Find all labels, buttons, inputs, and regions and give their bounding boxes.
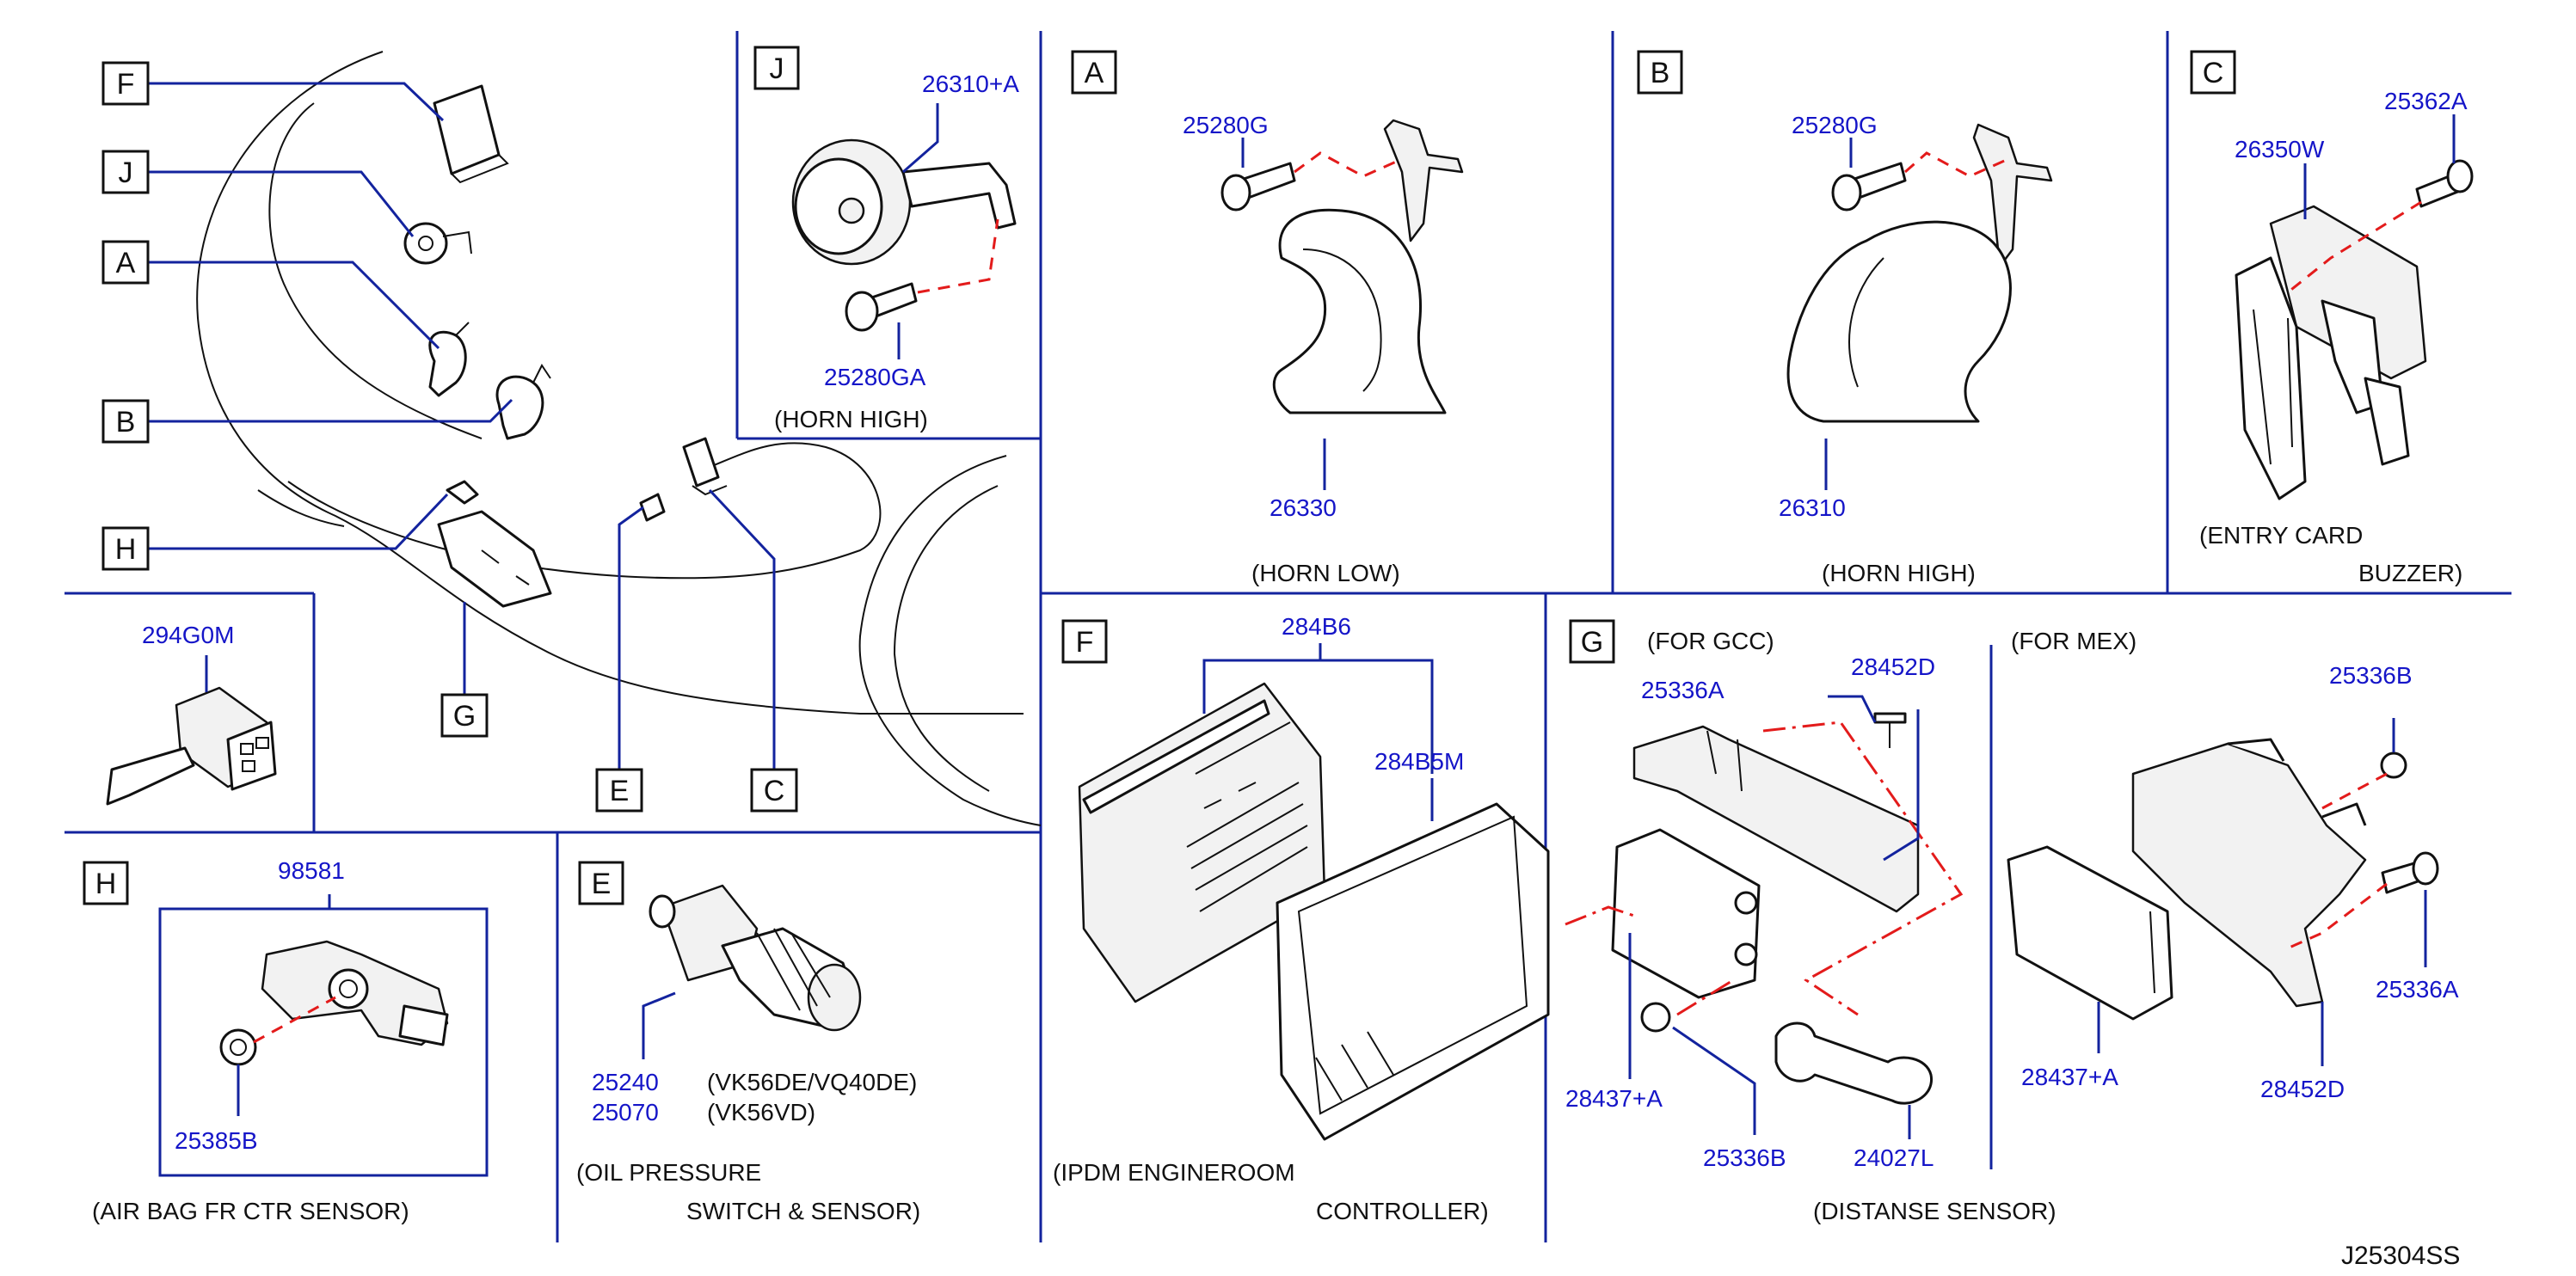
horn-high-j-icon (791, 138, 1017, 332)
panel-j-caption: (HORN HIGH) (774, 406, 928, 432)
panel-e-part-2: 25070 (592, 1099, 659, 1126)
entry-card-buzzer-icon (2235, 159, 2474, 500)
mex-part-3: 28437+A (2021, 1064, 2118, 1090)
panel-b: B 25280G 26310 (HORN HIGH) (1637, 50, 2053, 586)
gcc-part-3: 28437+A (1565, 1085, 1663, 1112)
panel-f-part-2: 284B5M (1374, 748, 1464, 775)
panel-b-part-2: 26310 (1779, 494, 1846, 521)
diagram-id: J25304SS (2341, 1242, 2460, 1270)
panel-c-letter: C (2203, 57, 2224, 89)
panel-b-letter: B (1651, 57, 1670, 89)
panel-j-letter: J (770, 52, 784, 85)
panel-g-gcc-label: (FOR GCC) (1647, 628, 1774, 654)
panel-j: J 26310+A 25280GA (HORN HIGH) (753, 46, 1019, 432)
overview-letter-f: F (117, 68, 135, 101)
panel-f-letter: F (1076, 626, 1094, 659)
overview-box-a (101, 240, 150, 285)
panel-e-variant-2: (VK56VD) (707, 1099, 815, 1126)
panel-b-caption: (HORN HIGH) (1822, 560, 1976, 586)
overview-letter-j: J (119, 156, 133, 189)
panel-a: A 25280G 26330 (HORN LOW) (1071, 50, 1464, 586)
panel-j-part-1: 26310+A (922, 71, 1019, 97)
overview-box-c (750, 768, 798, 813)
sensor-294-part: 294G0M (142, 622, 234, 648)
oil-pressure-switch-icon (649, 884, 862, 1032)
overview-box-h (101, 526, 150, 571)
panel-g: G (FOR GCC) (FOR MEX) 25336A 28452D 2843… (1565, 619, 2459, 1224)
overview-part-b-icon (495, 364, 551, 440)
panel-h-part-2: 25385B (175, 1127, 258, 1154)
panel-f-caption-2: CONTROLLER) (1316, 1198, 1489, 1224)
overview-panel: F J A B H G E C (101, 51, 1042, 826)
overview-letter-a: A (116, 247, 136, 279)
gcc-part-4: 25336B (1703, 1144, 1786, 1171)
panel-grid (65, 31, 2511, 1242)
panel-c-part-1: 26350W (2235, 136, 2325, 163)
air-bag-sensor-icon (219, 940, 449, 1066)
panel-a-caption: (HORN LOW) (1251, 560, 1400, 586)
gcc-part-2: 28452D (1851, 653, 1935, 680)
panel-e-caption-2: SWITCH & SENSOR) (686, 1198, 920, 1224)
panel-a-part-1: 25280G (1183, 112, 1269, 138)
panel-h-caption: (AIR BAG FR CTR SENSOR) (92, 1198, 409, 1224)
gcc-part-1: 25336A (1641, 677, 1725, 703)
overview-part-j-icon (403, 222, 472, 265)
panel-j-part-2: 25280GA (824, 364, 926, 390)
overview-letter-h: H (115, 533, 137, 566)
horn-high-b-icon (1786, 123, 2053, 423)
overview-part-a-icon (428, 322, 470, 397)
panel-g-letter: G (1581, 626, 1603, 659)
overview-part-f-icon (433, 84, 509, 184)
panel-h-letter: H (95, 868, 117, 900)
overview-box-f (101, 61, 150, 106)
panel-c-part-2: 25362A (2384, 88, 2468, 114)
overview-part-e-icon (639, 493, 666, 522)
overview-box-g (440, 693, 489, 738)
horn-low-icon (1220, 119, 1464, 414)
panel-c-caption-2: BUZZER) (2358, 560, 2462, 586)
panel-e-letter: E (592, 868, 612, 900)
overview-part-g-icon (437, 510, 552, 608)
mex-part-4: 28452D (2260, 1076, 2345, 1102)
panel-e-part-1: 25240 (592, 1069, 659, 1095)
ipdm-controller-icon (1078, 682, 1550, 1141)
overview-box-j (101, 150, 150, 194)
gcc-part-5: 24027L (1854, 1144, 1934, 1171)
panel-e-variant-1: (VK56DE/VQ40DE) (707, 1069, 917, 1095)
panel-g-mex-label: (FOR MEX) (2011, 628, 2136, 654)
panel-c-caption-1: (ENTRY CARD (2199, 522, 2363, 549)
panel-e: E 25240 25070 (VK56DE/VQ40DE) (VK56VD) (… (576, 861, 920, 1224)
gcc-bracket-icon (1611, 712, 1933, 1105)
panel-e-caption-1: (OIL PRESSURE (576, 1159, 761, 1186)
panel-h-part-1: 98581 (278, 857, 345, 884)
mex-part-2: 25336A (2376, 976, 2459, 1003)
panel-f: F 284B6 284B5M (IPDM ENGINEROOM CONTROLL… (1053, 613, 1550, 1224)
panel-a-part-2: 26330 (1270, 494, 1337, 521)
panel-f-caption-1: (IPDM ENGINEROOM (1053, 1159, 1295, 1186)
mex-part-1: 25336B (2329, 662, 2413, 689)
overview-letter-b: B (116, 406, 136, 439)
overview-letter-c: C (764, 775, 785, 807)
mex-bracket-icon (2007, 738, 2439, 1021)
overview-part-c-icon (682, 437, 728, 496)
panel-a-letter: A (1085, 57, 1104, 89)
overview-box-b (101, 399, 150, 444)
overview-letter-e: E (610, 775, 630, 807)
panel-g-caption: (DISTANSE SENSOR) (1813, 1198, 2056, 1224)
panel-c: C 25362A 26350W (ENTRY CARD BUZZER) (2190, 50, 2474, 586)
panel-h: H 98581 25385B (AIR BAG FR CTR SENSOR) (83, 857, 489, 1224)
panel-sensor-294: 294G0M (106, 622, 277, 806)
panel-b-part-1: 25280G (1792, 112, 1878, 138)
panel-f-part-1: 284B6 (1282, 613, 1351, 640)
overview-box-e (595, 768, 643, 813)
overview-letter-g: G (453, 700, 476, 733)
sensor-294g0m-icon (106, 686, 277, 806)
overview-part-h-icon (446, 480, 479, 505)
